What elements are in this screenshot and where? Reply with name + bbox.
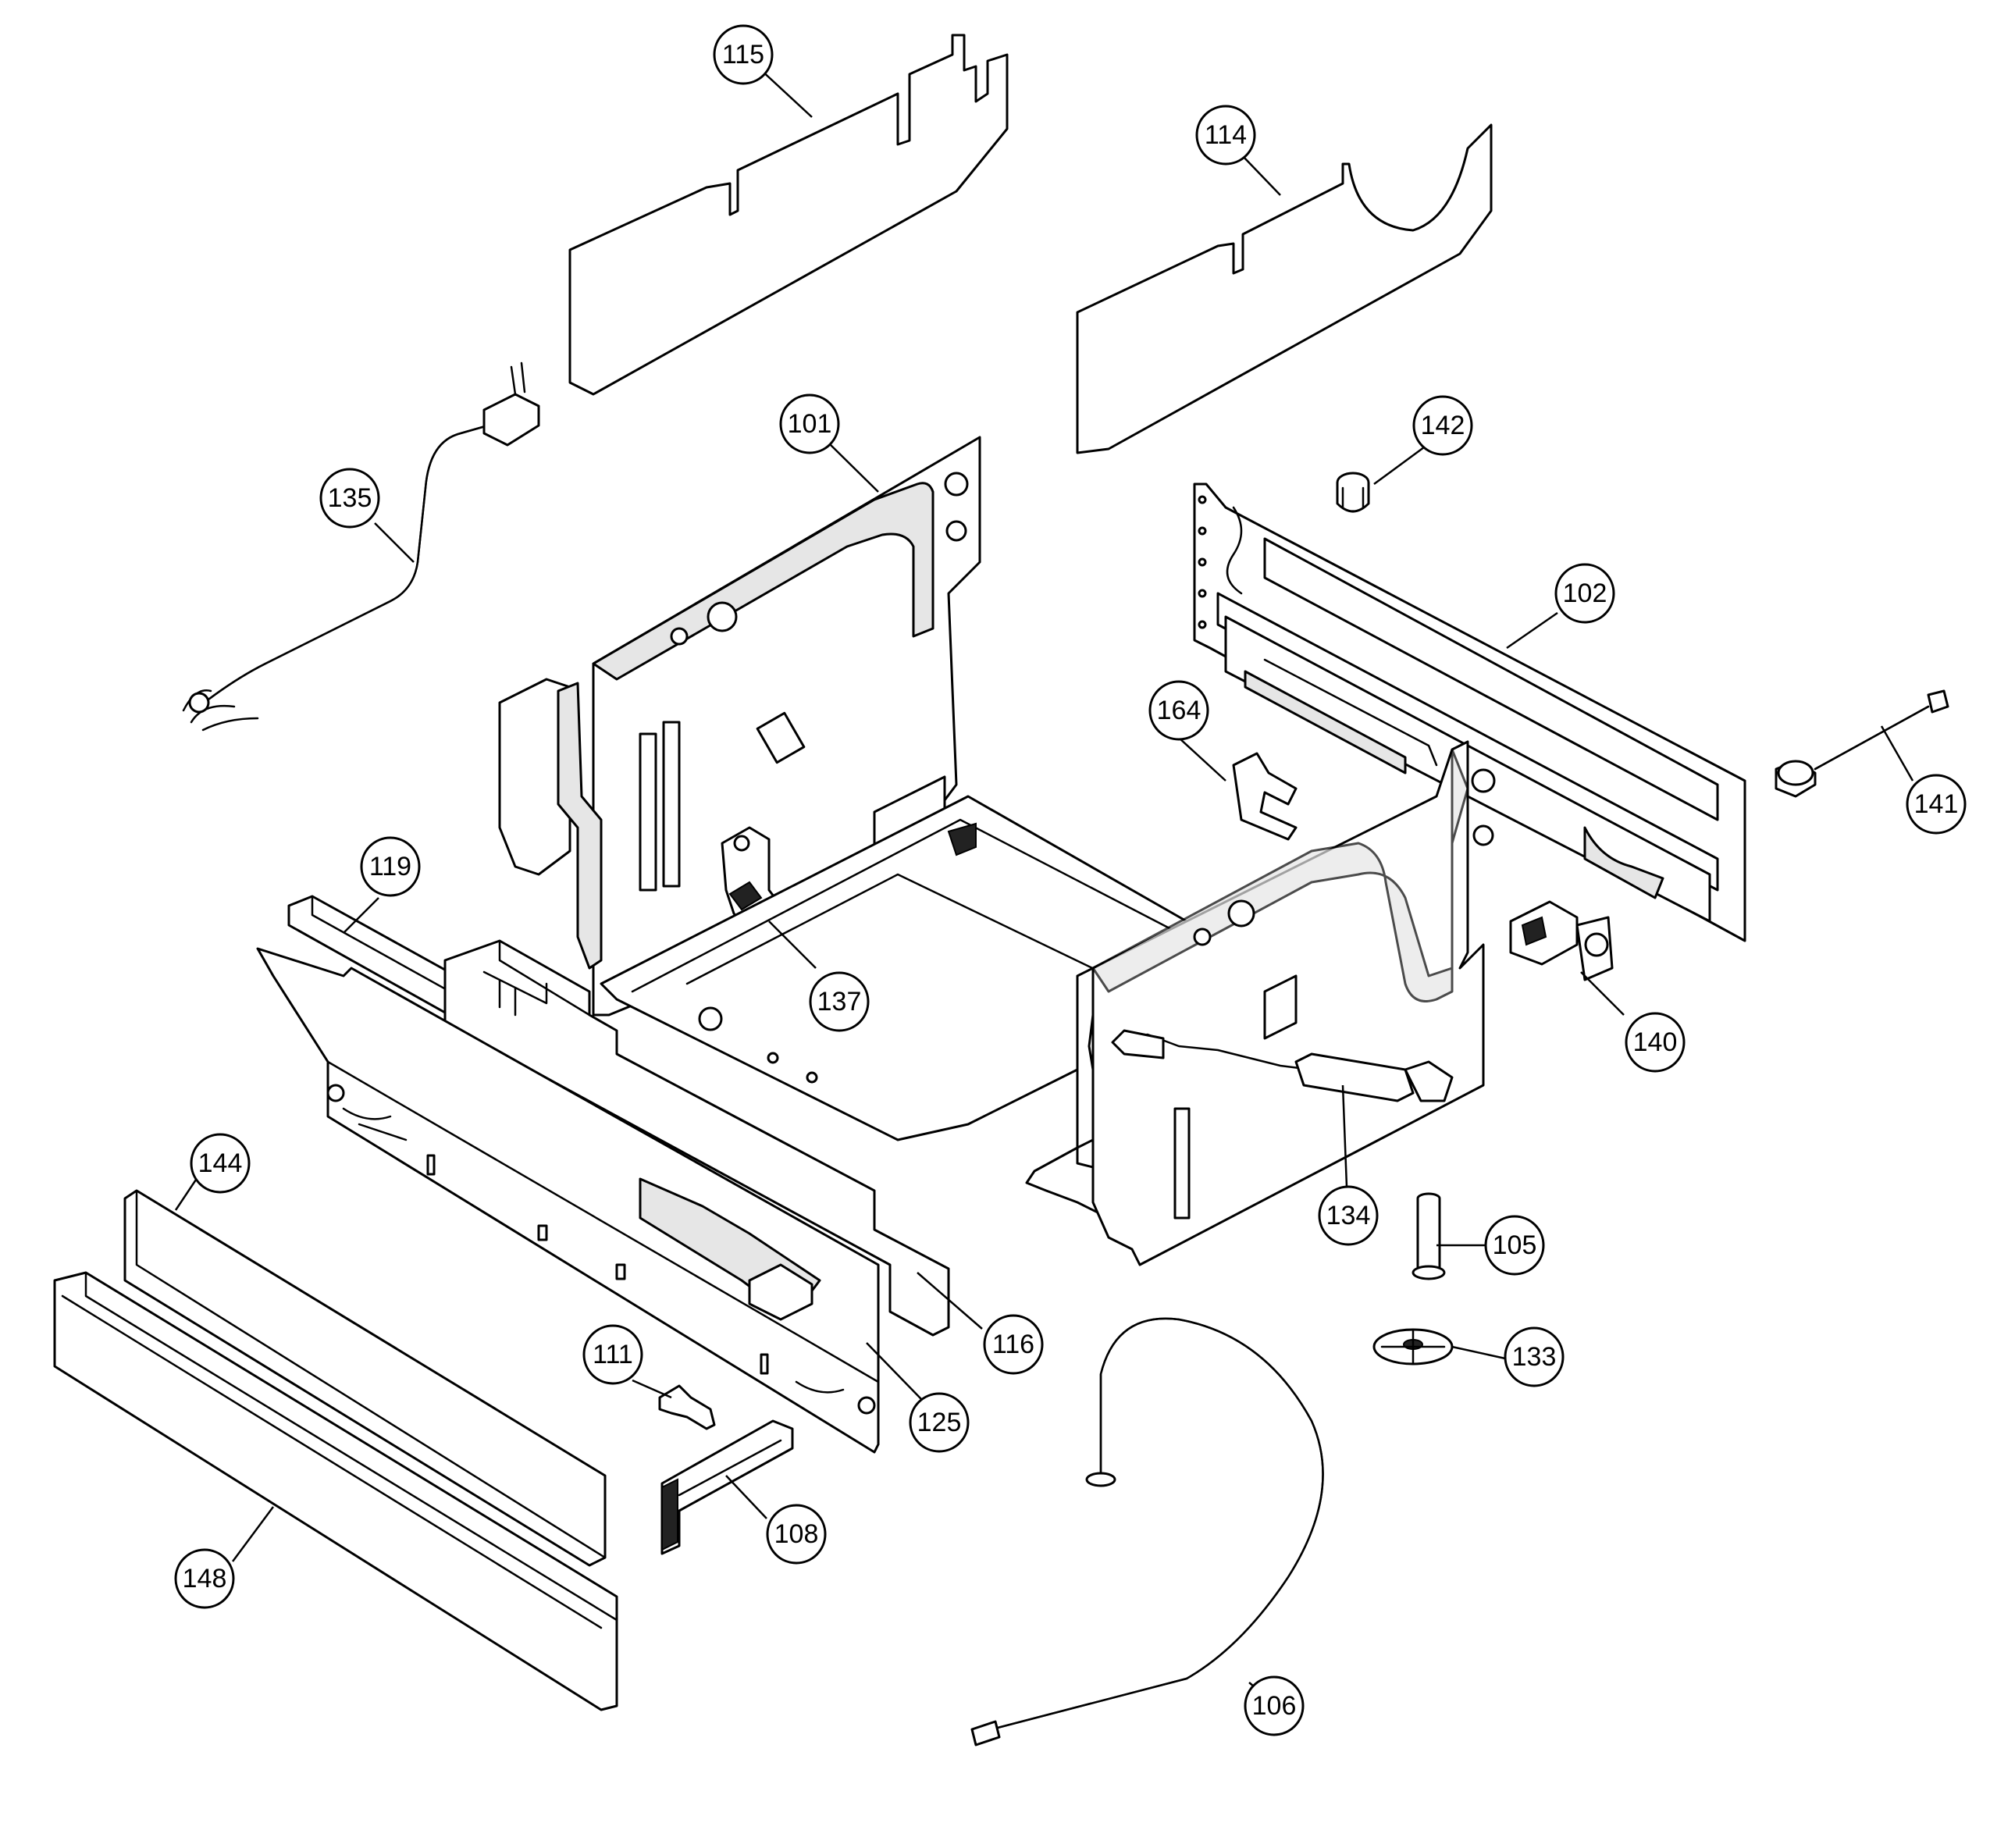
callout-circle	[809, 971, 870, 1032]
leader-lines	[174, 68, 1914, 1703]
callout-label: 108	[774, 1519, 819, 1549]
callout-circle	[190, 1133, 251, 1194]
callout-circle	[1244, 1675, 1305, 1736]
part-106-drain-hose	[970, 1317, 1324, 1747]
part-135-power-cord	[182, 361, 540, 732]
part-116-base-front	[443, 939, 950, 1337]
part-142-fitting	[1336, 472, 1370, 513]
callout-label: 134	[1326, 1201, 1371, 1230]
callout-label: 101	[788, 409, 832, 439]
callout-164: 164	[1148, 680, 1209, 741]
callout-label: 164	[1157, 696, 1201, 725]
part-105-standpipe	[1412, 1192, 1446, 1280]
part-133-drain-cover	[1372, 1328, 1454, 1366]
right-side-wall	[1025, 740, 1496, 1266]
callout-label: 111	[593, 1340, 633, 1369]
callout-label: 116	[992, 1330, 1034, 1359]
callout-101: 101	[779, 393, 840, 454]
callout-111: 111	[582, 1324, 643, 1385]
callout-label: 105	[1493, 1230, 1537, 1260]
callout-circle	[1484, 1215, 1545, 1276]
callout-label: 106	[1252, 1691, 1297, 1721]
callout-148: 148	[174, 1548, 235, 1609]
part-134-tube	[1111, 1029, 1454, 1102]
part-140-inlet-valve	[1509, 900, 1614, 981]
callout-circle	[1554, 563, 1615, 624]
callout-119: 119	[360, 836, 421, 897]
callout-label: 115	[722, 40, 764, 69]
callout-140: 140	[1625, 1012, 1686, 1073]
callout-label: 148	[183, 1564, 227, 1593]
callout-106: 106	[1244, 1675, 1305, 1736]
part-164-clip	[1232, 752, 1298, 841]
callout-label: 114	[1205, 120, 1247, 150]
callout-label: 144	[198, 1148, 243, 1178]
callout-105: 105	[1484, 1215, 1545, 1276]
part-148-toe-kick-panel	[53, 1271, 618, 1711]
callout-135: 135	[319, 468, 380, 529]
base-tub-frame	[600, 795, 1204, 1141]
callout-133: 133	[1504, 1326, 1565, 1387]
callout-108: 108	[766, 1504, 827, 1565]
callout-116: 116	[983, 1314, 1044, 1375]
callout-circle	[713, 24, 774, 85]
callout-circle	[319, 468, 380, 529]
callout-circle	[360, 836, 421, 897]
part-111-bracket	[658, 1384, 716, 1430]
callout-circle	[1504, 1326, 1565, 1387]
callout-circle	[1412, 395, 1473, 456]
callout-label: 102	[1563, 579, 1607, 608]
part-141-hose-fitting	[1775, 689, 1949, 798]
callout-label: 135	[328, 483, 372, 513]
callout-circle	[1148, 680, 1209, 741]
part-101-left-side-wall	[498, 436, 981, 1017]
callout-114: 114	[1195, 105, 1256, 166]
callout-137: 137	[809, 971, 870, 1032]
callout-144: 144	[190, 1133, 251, 1194]
callout-134: 134	[1318, 1185, 1379, 1246]
part-114-insulation-panel	[1076, 123, 1493, 454]
callout-label: 119	[369, 852, 411, 881]
callout-circle	[1318, 1185, 1379, 1246]
callout-label: 141	[1914, 789, 1959, 819]
callout-label: 140	[1633, 1027, 1678, 1057]
callout-102: 102	[1554, 563, 1615, 624]
callout-circle	[766, 1504, 827, 1565]
part-144-kick-plate	[123, 1189, 607, 1567]
part-115-insulation-panel	[568, 34, 1009, 396]
callout-circle	[779, 393, 840, 454]
callout-label: 133	[1512, 1342, 1557, 1372]
callout-circle	[1906, 774, 1967, 835]
callout-141: 141	[1906, 774, 1967, 835]
callout-circle	[1195, 105, 1256, 166]
part-108-slide-bracket	[660, 1419, 794, 1555]
callout-label: 137	[817, 987, 862, 1017]
callout-circle	[1625, 1012, 1686, 1073]
callout-115: 115	[713, 24, 774, 85]
callout-circle	[909, 1392, 970, 1453]
callout-label: 125	[917, 1408, 962, 1437]
callout-circle	[174, 1548, 235, 1609]
callout-142: 142	[1412, 395, 1473, 456]
callout-label: 142	[1421, 411, 1465, 440]
callout-125: 125	[909, 1392, 970, 1453]
callout-circle	[983, 1314, 1044, 1375]
callout-circle	[582, 1324, 643, 1385]
part-125-front-bracket	[256, 947, 880, 1454]
